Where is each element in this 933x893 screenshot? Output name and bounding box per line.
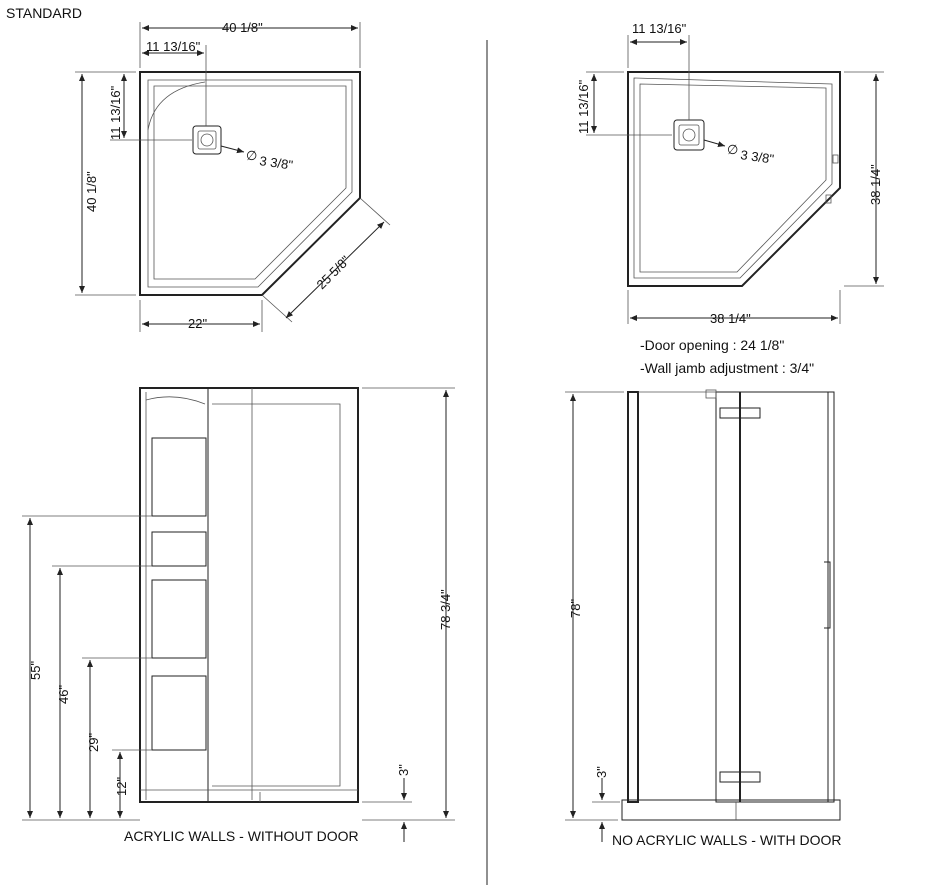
- elevation-view-right: [621, 389, 841, 821]
- drain-icon: [673, 119, 705, 151]
- door-handle[interactable]: [824, 561, 831, 629]
- dim-shelf-55: 55": [28, 661, 43, 680]
- plan-view-right: [627, 71, 841, 287]
- shelf-1: [151, 437, 207, 517]
- dim-shelf-29: 29": [86, 733, 101, 752]
- bottom-hinge: [719, 771, 761, 783]
- drain-diameter-symbol-right: ∅: [727, 142, 738, 157]
- dim-width-right: 38 1/4": [710, 311, 751, 326]
- top-hinge: [719, 407, 761, 419]
- dim-offset-x-right: 11 13/16": [632, 21, 687, 36]
- plan-view-left: [139, 71, 361, 296]
- dim-offset-x-left: 11 13/16": [146, 39, 201, 54]
- dim-shelf-46: 46": [56, 685, 71, 704]
- dim-height-left: 78 3/4": [438, 589, 453, 630]
- dim-base-right: 3": [594, 766, 609, 778]
- dim-shelf-12: 12": [114, 777, 129, 796]
- dim-drain-left: 3 3/8": [259, 153, 295, 173]
- dim-bottom-left: 22": [188, 316, 207, 331]
- dim-offset-y-left: 11 13/16": [108, 85, 123, 140]
- drain-icon: [192, 125, 222, 155]
- caption-left: ACRYLIC WALLS - WITHOUT DOOR: [124, 828, 359, 844]
- dim-depth-right: 38 1/4": [868, 164, 883, 205]
- dim-depth-left: 40 1/8": [84, 171, 99, 212]
- note-wall-jamb: -Wall jamb adjustment : 3/4": [640, 360, 814, 376]
- dim-offset-y-right: 11 13/16": [576, 79, 591, 134]
- note-door-opening: -Door opening : 24 1/8": [640, 337, 784, 353]
- dim-width-top-left: 40 1/8": [222, 20, 263, 35]
- dim-diagonal-left: 25 5/8": [314, 252, 354, 292]
- dim-base-left: 3": [396, 764, 411, 776]
- dim-drain-right: 3 3/8": [740, 147, 776, 167]
- caption-right: NO ACRYLIC WALLS - WITH DOOR: [612, 832, 841, 848]
- shelf-2: [151, 531, 207, 567]
- page-title: STANDARD: [6, 5, 82, 21]
- shelf-4: [151, 675, 207, 751]
- dim-height-right: 78": [568, 599, 583, 618]
- elevation-view-left: [139, 387, 359, 803]
- shelf-3: [151, 579, 207, 659]
- drain-diameter-symbol-left: ∅: [246, 148, 257, 163]
